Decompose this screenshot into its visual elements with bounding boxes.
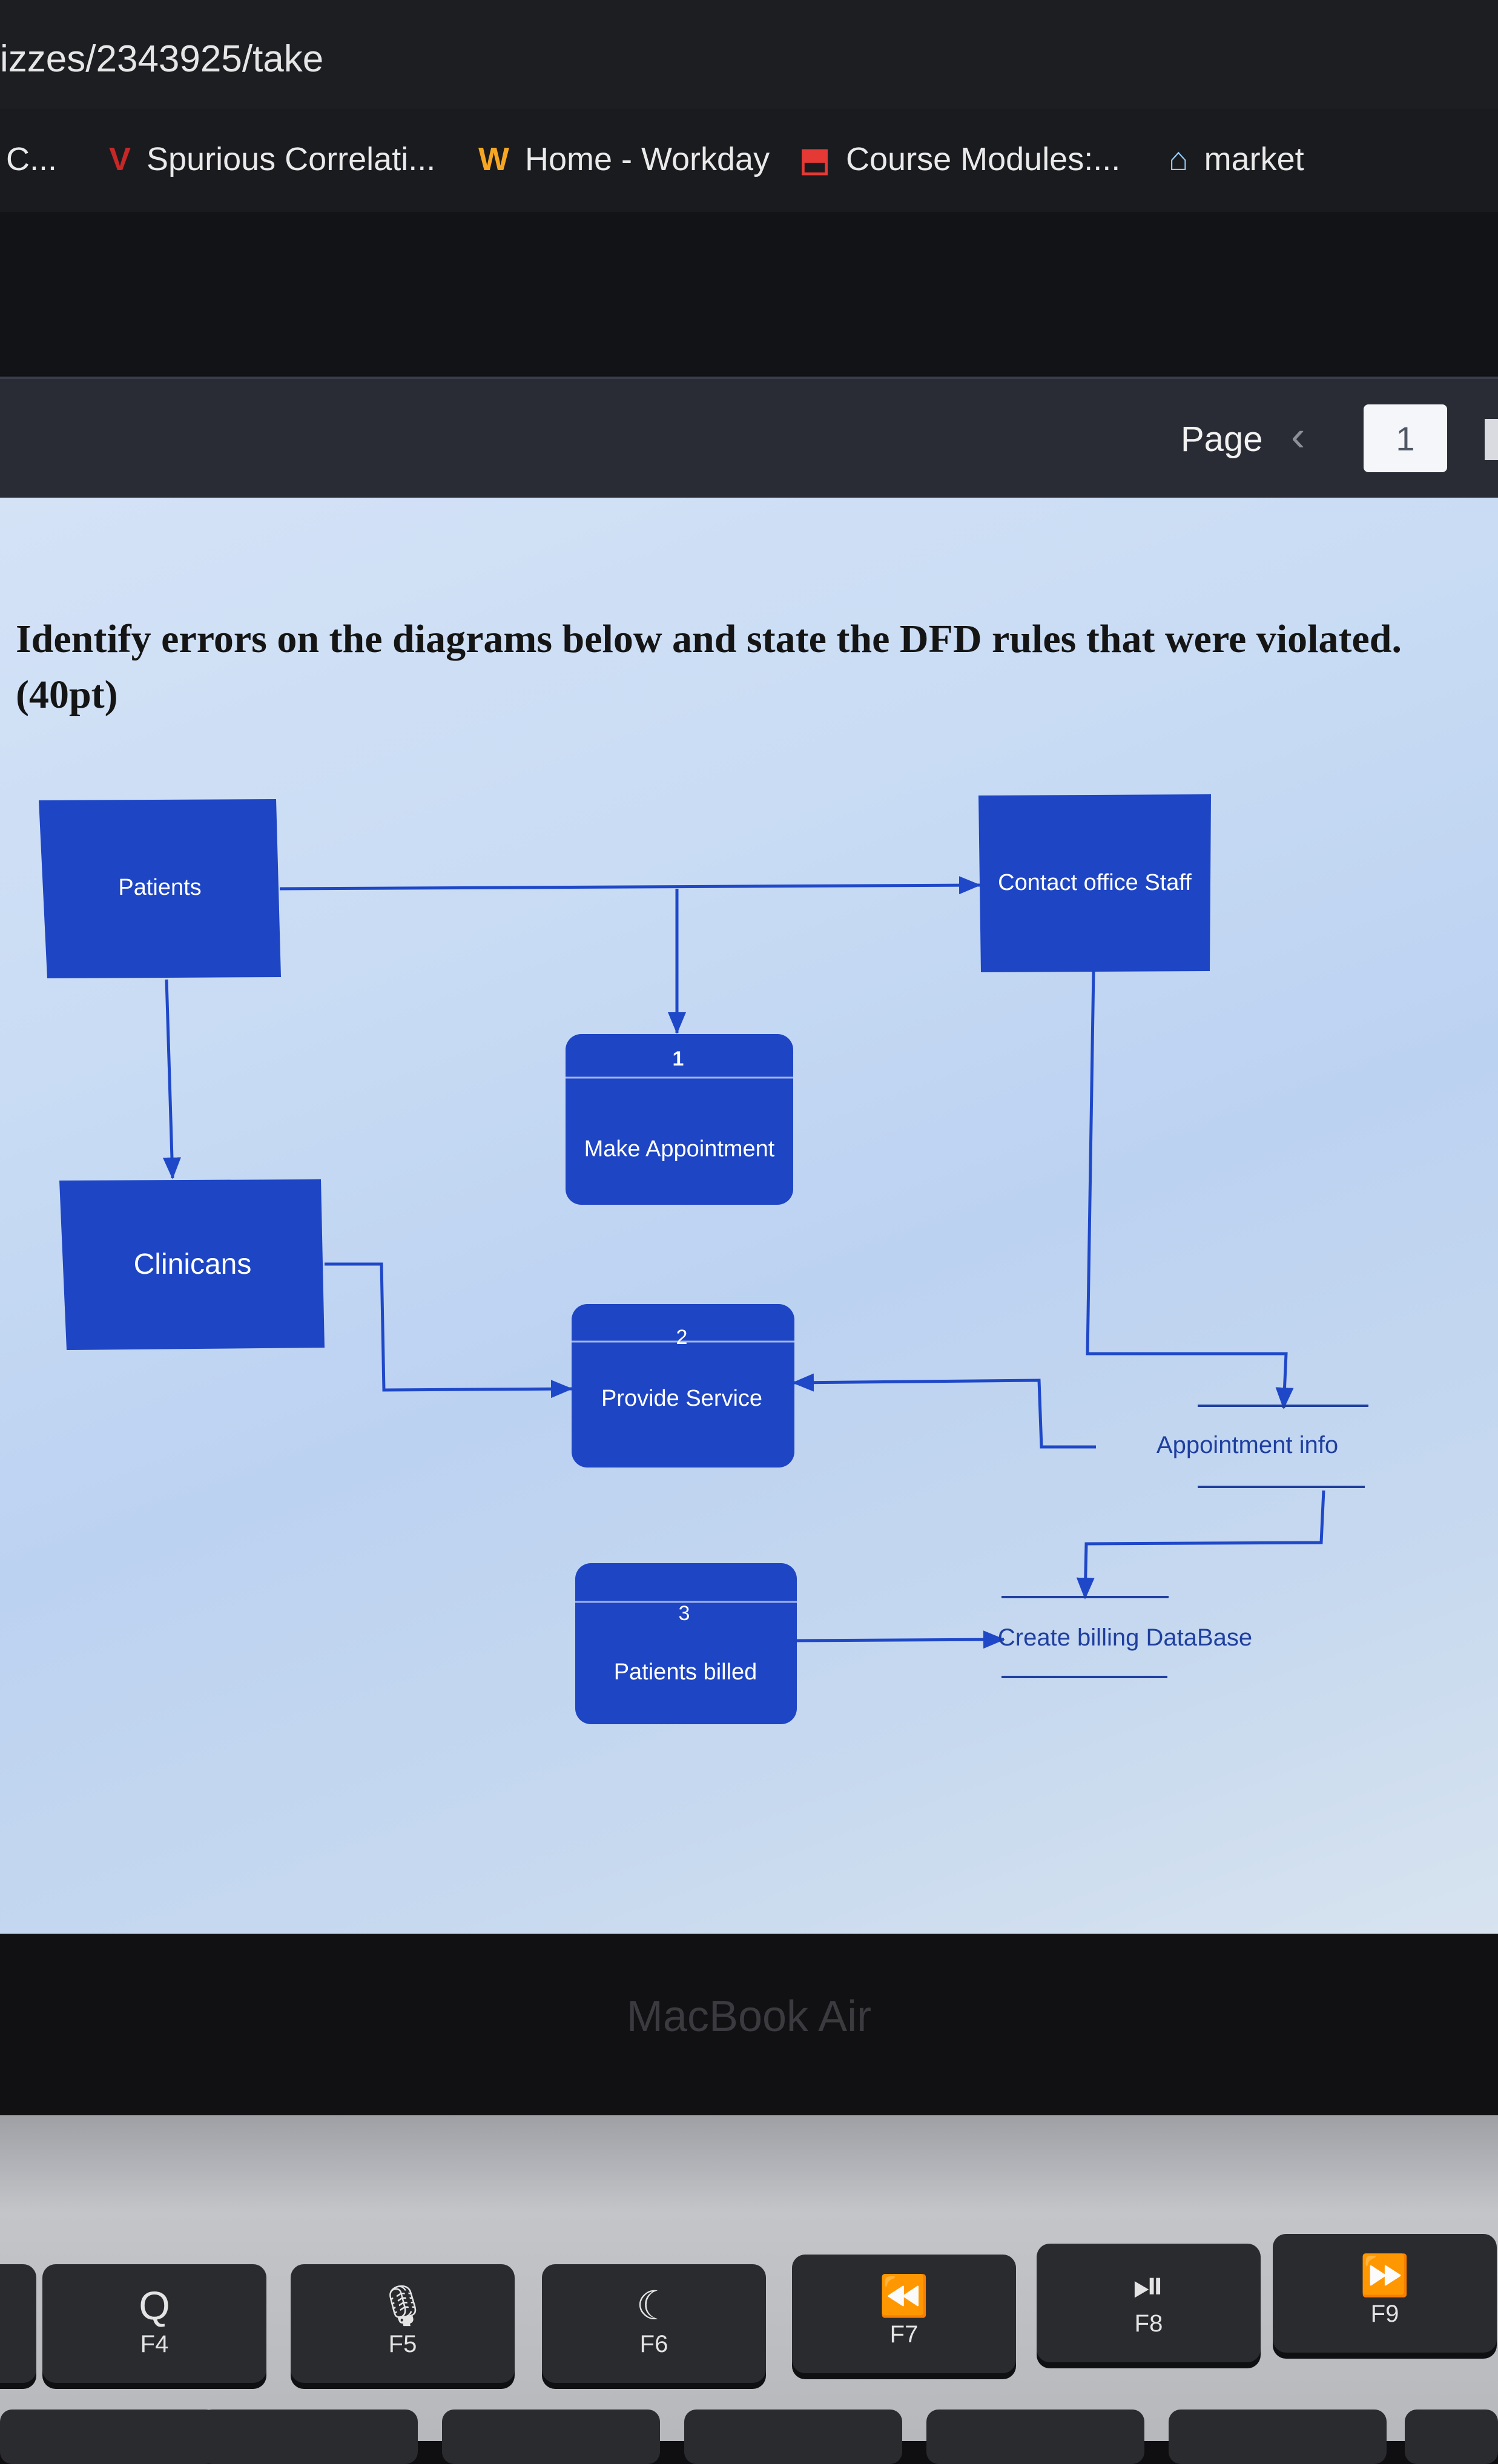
bookmark-spurious-correlations[interactable]: V Spurious Correlati... <box>109 138 435 180</box>
bookmark-label: Spurious Correlati... <box>147 141 436 177</box>
question-text: Identify errors on the diagrams below an… <box>16 617 1402 717</box>
canvas-icon: ⬒ <box>799 141 831 178</box>
chevron-left-icon[interactable]: ‹ <box>1291 412 1305 460</box>
key-f8[interactable]: ⏯ F8 <box>1037 2244 1261 2362</box>
flow-patients-to-staff <box>279 876 981 895</box>
entity-patients-label: Patients <box>118 875 201 900</box>
quiz-header <box>0 377 1498 500</box>
key-f6[interactable]: ☾ F6 <box>542 2264 766 2383</box>
process-3-number: 3 <box>679 1602 690 1625</box>
data-flows <box>162 876 1325 1649</box>
bookmark-market[interactable]: ⌂ market <box>1169 138 1304 180</box>
next-page-button[interactable] <box>1485 419 1498 460</box>
key-row-2 <box>1405 2410 1498 2464</box>
page-toolbar <box>0 212 1498 375</box>
key-f4[interactable]: Q F4 <box>42 2264 266 2383</box>
process-1-label: Make Appointment <box>584 1136 775 1162</box>
process-3-label: Patients billed <box>614 1659 757 1685</box>
page-number-input[interactable]: 1 <box>1364 404 1447 472</box>
play-pause-icon: ⏯ <box>1132 2262 1165 2307</box>
page-label: Page <box>1181 420 1263 459</box>
bookmark-label: market <box>1204 141 1304 177</box>
microphone-icon: 🎙 <box>377 2283 428 2328</box>
entity-contact-office-staff-label: Contact office Staff <box>998 870 1192 895</box>
bookmark-label: Home - Workday <box>524 141 770 177</box>
bookmark-item[interactable]: C... <box>6 138 57 180</box>
search-icon: Q <box>139 2283 170 2328</box>
process-2: 2 Provide Service <box>572 1304 794 1468</box>
process-1-number: 1 <box>673 1047 684 1070</box>
key-f5[interactable]: 🎙 F5 <box>291 2264 515 2383</box>
key-row-2 <box>1169 2410 1387 2464</box>
flow-patients-to-clinicians <box>162 979 181 1179</box>
laptop-bezel <box>0 1934 1498 2115</box>
entity-contact-office-staff <box>978 794 1211 972</box>
datastore-lines <box>1001 1405 1368 1678</box>
key-label: F5 <box>388 2331 417 2357</box>
flow-appointment-to-provide-service <box>792 1373 1096 1449</box>
bookmark-label: C... <box>6 141 58 177</box>
key-label: F7 <box>889 2321 919 2348</box>
key-partial <box>0 2264 36 2383</box>
flow-staff-to-appointment-info <box>1086 970 1294 1409</box>
flow-billed-to-billing-db <box>794 1630 1005 1649</box>
entity-clinicians <box>59 1179 325 1350</box>
bookmarks-bar <box>0 109 1498 212</box>
key-label: F9 <box>1370 2301 1399 2327</box>
datastore-appointment-info: Appointment info <box>1156 1432 1338 1458</box>
flow-appointment-to-billing <box>1076 1490 1325 1599</box>
entity-clinicians-label: Clinicans <box>134 1248 252 1280</box>
key-label: F4 <box>140 2331 169 2357</box>
datastore-billing-database: Create billing DataBase <box>998 1624 1252 1651</box>
key-f7[interactable]: ⏪ F7 <box>792 2255 1016 2373</box>
process-3: 3 Patients billed <box>575 1563 797 1724</box>
key-label: F8 <box>1134 2310 1163 2337</box>
key-row-2 <box>0 2410 218 2464</box>
url-text[interactable]: izzes/2343925/take <box>0 38 324 80</box>
process-1: 1 Make Appointment <box>566 1034 793 1205</box>
key-f9[interactable]: ⏩ F9 <box>1273 2234 1497 2353</box>
moon-icon: ☾ <box>636 2283 672 2328</box>
process-2-label: Provide Service <box>601 1386 762 1411</box>
bookmark-workday[interactable]: W Home - Workday <box>478 138 770 180</box>
key-row-2 <box>926 2410 1144 2464</box>
bookmark-label: Course Modules:... <box>846 141 1121 177</box>
entity-patients <box>39 799 281 978</box>
key-row-2 <box>442 2410 660 2464</box>
macbook-label: MacBook Air <box>626 1992 872 2041</box>
flow-clinicians-to-provide-service <box>325 1262 573 1398</box>
workday-icon: W <box>478 141 509 177</box>
address-bar[interactable] <box>0 0 1498 109</box>
process-2-number: 2 <box>676 1326 688 1349</box>
bookmark-course-modules[interactable]: ⬒ Course Modules:... <box>799 138 1120 180</box>
fast-forward-icon: ⏩ <box>1359 2253 1410 2298</box>
key-row-2 <box>200 2410 418 2464</box>
key-label: F6 <box>639 2331 668 2357</box>
market-icon: ⌂ <box>1169 141 1189 177</box>
key-row-2 <box>684 2410 902 2464</box>
v-logo-icon: V <box>109 141 131 177</box>
rewind-icon: ⏪ <box>879 2273 929 2318</box>
